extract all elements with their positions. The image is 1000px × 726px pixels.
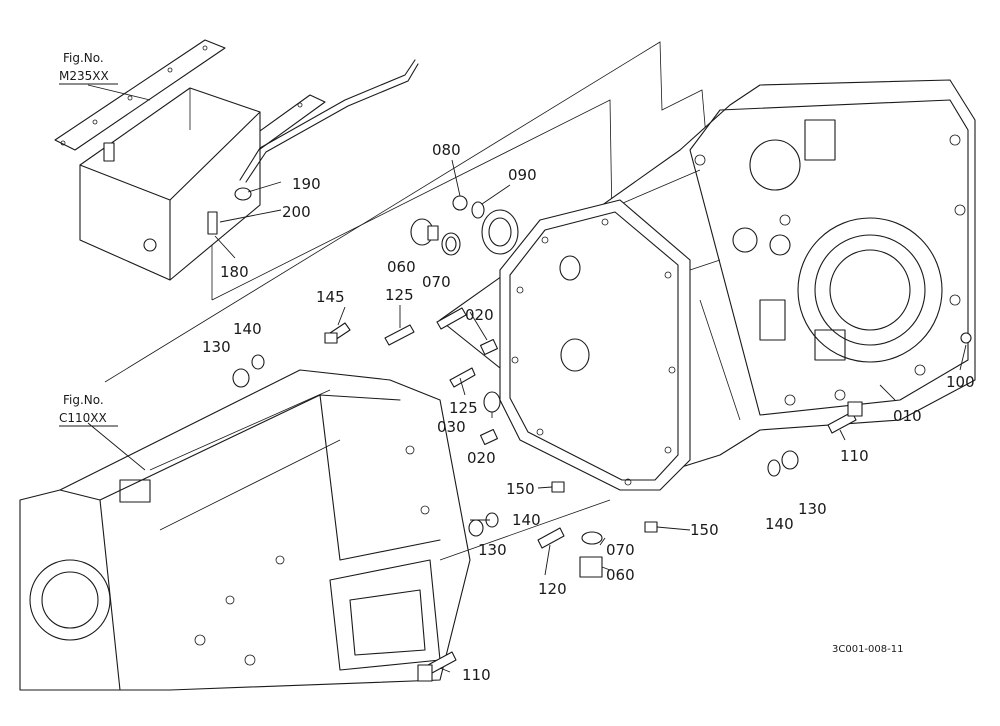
callout-label: 120 <box>538 580 567 598</box>
callout-label: 020 <box>467 449 496 467</box>
fuel-tank-assembly <box>54 39 419 281</box>
leader-lines <box>87 84 967 673</box>
guide-lines <box>104 41 709 383</box>
callout-label: 130 <box>798 500 827 518</box>
fig-ref-number: M235XX <box>59 69 109 83</box>
callout-label: 080 <box>432 141 461 159</box>
front-housing-assembly <box>19 369 611 691</box>
callout-label: 145 <box>316 288 345 306</box>
small-parts <box>232 195 972 682</box>
callout-label: 020 <box>465 306 494 324</box>
fig-ref-label: Fig.No. <box>63 51 104 65</box>
fig-ref-number: C110XX <box>59 411 107 425</box>
callout-label: 150 <box>690 521 719 539</box>
callout-label: 060 <box>606 566 635 584</box>
callout-label: 200 <box>282 203 311 221</box>
callout-label: 125 <box>449 399 478 417</box>
figure-reference-c110xx: Fig.No. C110XX <box>59 393 118 427</box>
callout-label: 060 <box>387 258 416 276</box>
callout-label: 070 <box>422 273 451 291</box>
callout-labels: 080 090 060 070 190 200 180 145 125 140 … <box>202 141 975 684</box>
callout-label: 110 <box>462 666 491 684</box>
callout-label: 130 <box>202 338 231 356</box>
callout-label: 070 <box>606 541 635 559</box>
callout-label: 110 <box>840 447 869 465</box>
callout-label: 190 <box>292 175 321 193</box>
figure-reference-m235xx: Fig.No. M235XX <box>59 51 118 85</box>
callout-label: 090 <box>508 166 537 184</box>
callout-label: 140 <box>233 320 262 338</box>
callout-label: 140 <box>765 515 794 533</box>
fig-ref-label: Fig.No. <box>63 393 104 407</box>
callout-label: 130 <box>478 541 507 559</box>
callout-label: 180 <box>220 263 249 281</box>
callout-label: 100 <box>946 373 975 391</box>
diagram-code: 3C001-008-11 <box>832 644 903 655</box>
callout-label: 010 <box>893 407 922 425</box>
callout-label: 030 <box>437 418 466 436</box>
callout-label: 150 <box>506 480 535 498</box>
callout-label: 140 <box>512 511 541 529</box>
cover-gasket <box>481 199 691 491</box>
callout-label: 125 <box>385 286 414 304</box>
